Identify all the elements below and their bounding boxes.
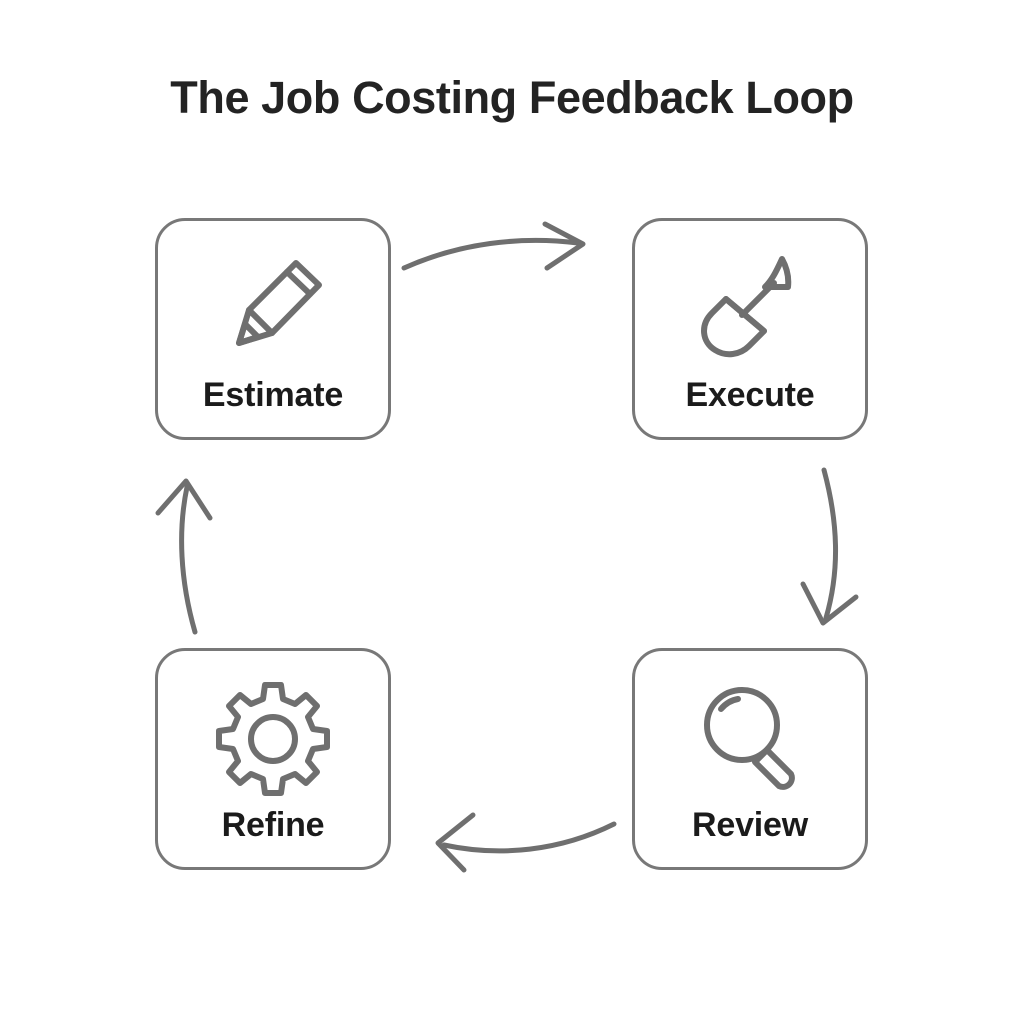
page-title: The Job Costing Feedback Loop <box>170 72 854 123</box>
node-refine[interactable]: Refine <box>155 648 391 870</box>
arrow-estimate-to-execute <box>401 221 586 271</box>
node-label-execute: Execute <box>685 376 815 414</box>
pencil-icon <box>236 260 322 346</box>
magnifying-glass-icon <box>704 687 795 790</box>
shovel-icon <box>701 256 792 358</box>
node-label-refine: Refine <box>221 806 325 844</box>
arrow-execute-to-review <box>800 467 859 626</box>
gear-icon <box>216 682 330 796</box>
node-label-review: Review <box>692 806 808 844</box>
arrow-refine-to-estimate <box>155 478 213 635</box>
node-review[interactable]: Review <box>632 648 868 870</box>
node-estimate[interactable]: Estimate <box>155 218 391 440</box>
arrow-review-to-refine <box>435 812 617 873</box>
node-label-estimate: Estimate <box>202 376 344 414</box>
node-execute[interactable]: Execute <box>632 218 868 440</box>
